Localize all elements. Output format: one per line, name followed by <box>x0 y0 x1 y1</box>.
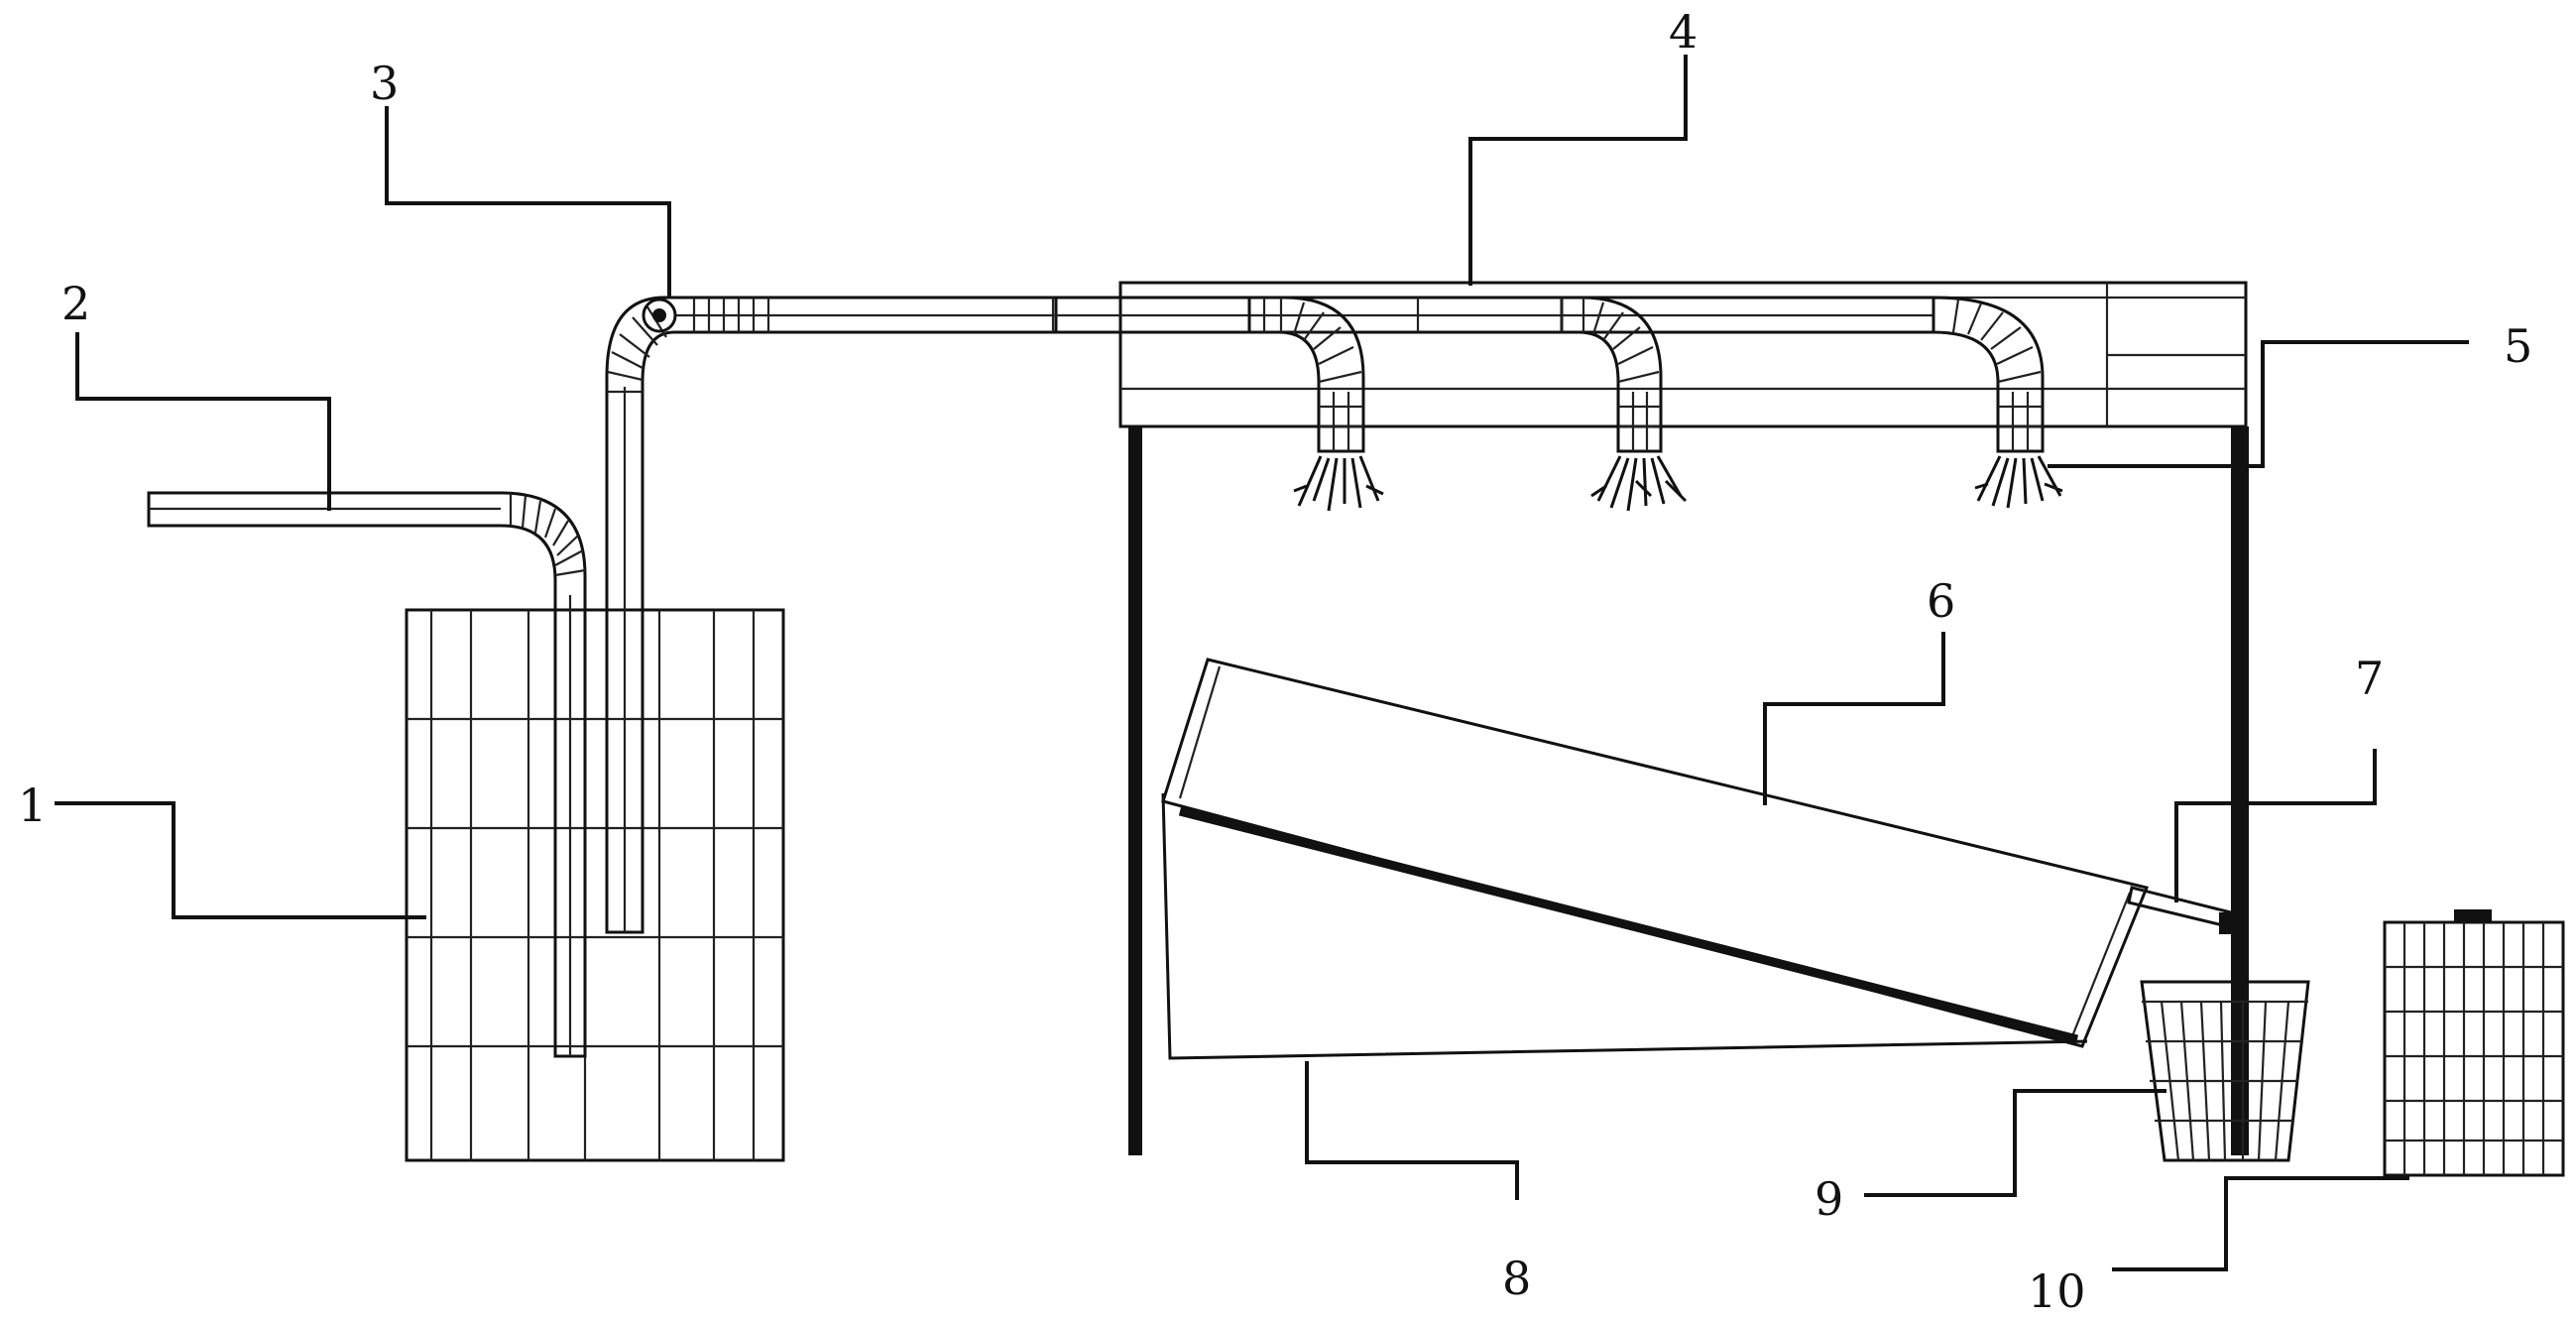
leader-1 <box>55 801 426 919</box>
left-support-post <box>1128 426 1142 1155</box>
label-6: 6 <box>1927 574 1955 628</box>
leader-3 <box>385 106 671 298</box>
label-5: 5 <box>2504 319 2532 373</box>
storage-container <box>2383 909 2565 1177</box>
leader-10 <box>2112 1176 2409 1271</box>
label-9: 9 <box>1815 1172 1843 1226</box>
spray-nozzle-3 <box>1932 296 2063 509</box>
collection-basket <box>2140 980 2310 1162</box>
inclined-trough <box>1161 658 2239 1048</box>
right-support-post <box>2231 426 2249 1155</box>
leader-7 <box>2174 749 2377 902</box>
leader-4 <box>1468 55 1688 286</box>
leader-2 <box>75 332 331 511</box>
label-1: 1 <box>18 779 47 832</box>
leader-5 <box>2048 340 2469 468</box>
label-2: 2 <box>61 277 90 330</box>
label-3: 3 <box>370 57 399 110</box>
leader-9 <box>1864 1089 2166 1197</box>
tilted-stand <box>1161 792 2088 1060</box>
leader-lines <box>55 55 2469 1271</box>
label-8: 8 <box>1502 1252 1531 1305</box>
reservoir-tank <box>405 608 785 1162</box>
pump-icon <box>642 298 677 333</box>
delivery-pipe <box>605 296 1058 934</box>
leader-6 <box>1763 632 1945 805</box>
label-4: 4 <box>1669 5 1698 59</box>
return-pipe <box>147 491 587 1058</box>
overhead-header <box>1056 281 2248 428</box>
spray-nozzle-2 <box>1560 296 1688 512</box>
label-10: 10 <box>2028 1264 2086 1318</box>
leader-8 <box>1305 1061 1519 1200</box>
spray-nozzle-1 <box>1247 296 1384 512</box>
label-7: 7 <box>2355 652 2384 705</box>
